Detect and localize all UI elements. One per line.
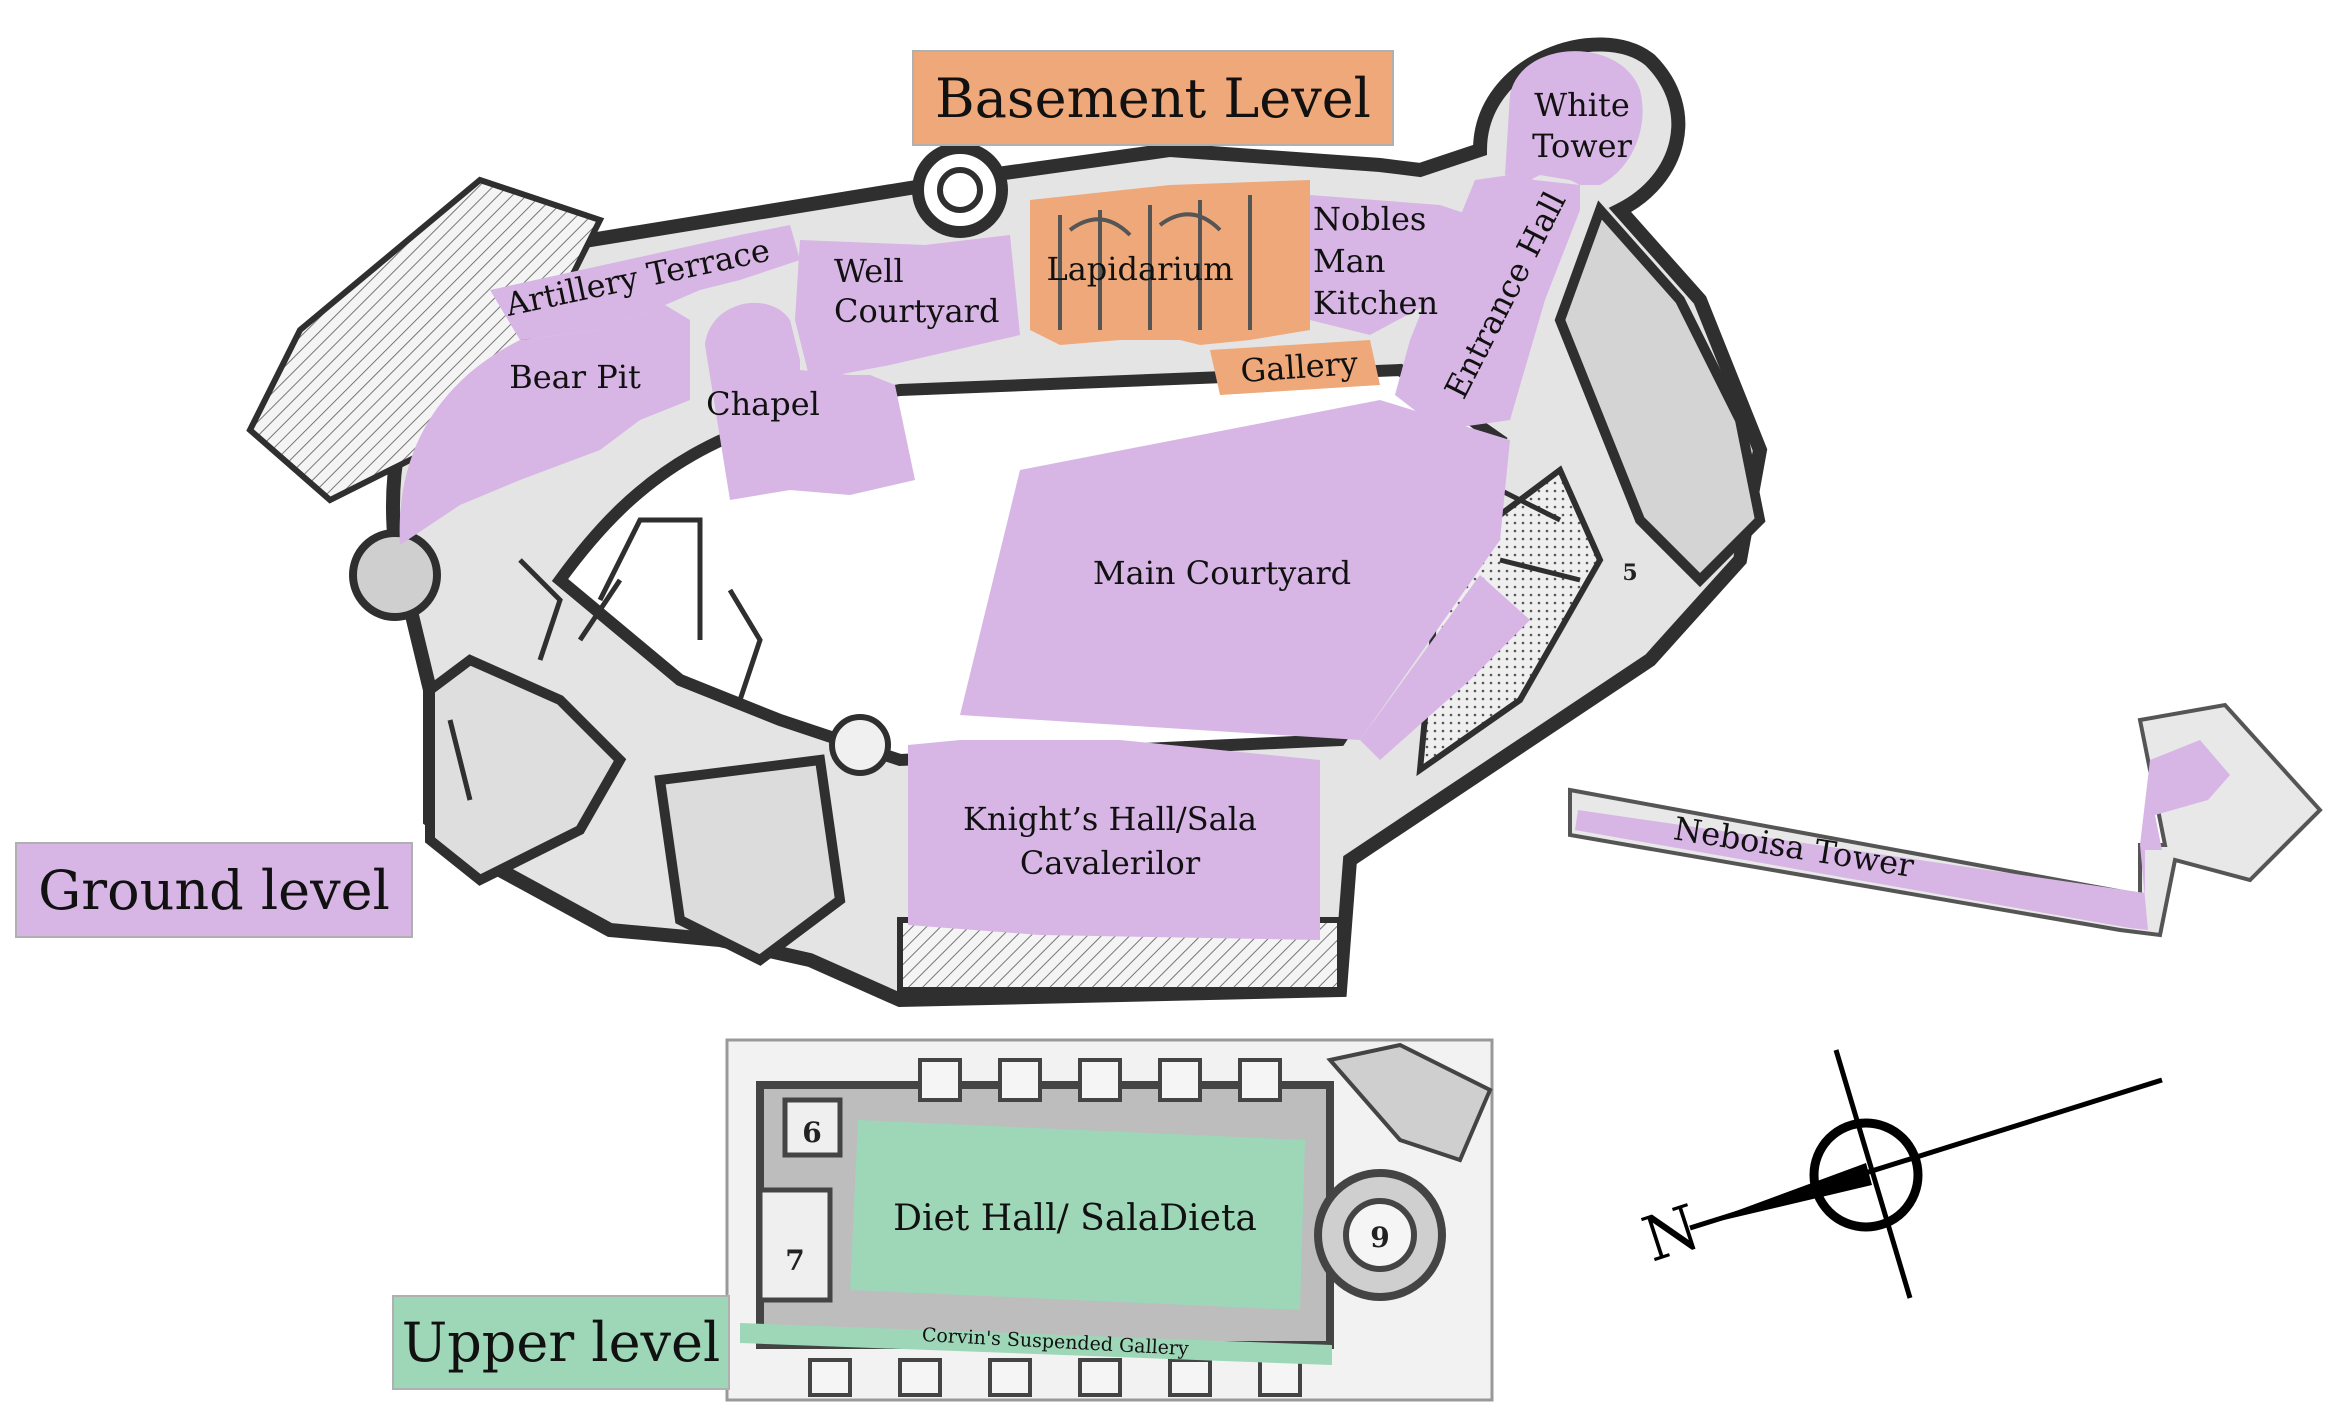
southwest-bastion: [425, 654, 627, 886]
label-bear-pit: Bear Pit: [509, 358, 641, 396]
room-artillery-terrace: [490, 225, 800, 340]
room-nobles-kitchen: [1310, 195, 1470, 335]
label-nobles-3: Kitchen: [1313, 284, 1438, 322]
inset-room-7: [757, 1187, 833, 1303]
well-tower-inner: [937, 167, 983, 213]
legend-upper-level-text: Upper level: [401, 1311, 721, 1374]
label-knights-hall-2: Cavalerilor: [1020, 844, 1201, 882]
room-neboisa-tower: [1575, 740, 2230, 930]
legend-upper-level: Upper level: [392, 1295, 730, 1390]
label-white-tower-2: Tower: [1532, 127, 1632, 165]
room-bear-pit: [399, 305, 690, 545]
upper-level-inset: [725, 1038, 1494, 1402]
number-5: 5: [1622, 560, 1637, 586]
inset-room-6: [782, 1097, 843, 1158]
compass-rose: N: [1634, 1049, 2163, 1299]
compass-meridian: [1833, 1049, 1913, 1299]
room-gallery: [1210, 340, 1380, 395]
label-well-courtyard-1: Well: [834, 252, 904, 290]
east-tower: [1554, 200, 1766, 588]
legend-ground-level-text: Ground level: [38, 858, 390, 922]
label-nobles-2: Man: [1313, 242, 1385, 280]
legend-basement-level: Basement Level: [912, 50, 1394, 146]
room-chapel: [705, 302, 915, 500]
ground-level-rooms: [399, 51, 2230, 940]
west-round-tower: [349, 529, 441, 621]
room-knights-hall: [908, 740, 1320, 940]
inset-round-tower-core: [1343, 1198, 1417, 1272]
label-lapidarium: Lapidarium: [1046, 250, 1233, 288]
inset-ne-structure: [1326, 1042, 1493, 1163]
label-well-courtyard-2: Courtyard: [834, 292, 999, 330]
legend-ground-level: Ground level: [15, 842, 413, 938]
south-bastion: [654, 754, 846, 966]
label-gallery: Gallery: [1239, 344, 1359, 390]
room-main-courtyard: [960, 400, 1510, 740]
number-9: 9: [1370, 1221, 1389, 1254]
compass-north-label: N: [1634, 1190, 1708, 1276]
room-well-courtyard: [795, 235, 1020, 380]
room-east-wing: [1360, 575, 1530, 760]
label-main-courtyard: Main Courtyard: [1093, 554, 1351, 592]
compass-ring: [1809, 1118, 1923, 1232]
spiral-stair: [829, 714, 891, 776]
lapidarium-arches: [1058, 195, 1252, 330]
number-7: 7: [785, 1244, 804, 1277]
plan-numbers: 6 7 9 5: [785, 560, 1637, 1277]
room-entrance-hall: [1395, 175, 1580, 430]
legend-basement-level-text: Basement Level: [935, 66, 1371, 130]
label-chapel: Chapel: [706, 385, 820, 423]
room-white-tower: [1505, 51, 1643, 186]
label-diet-hall: Diet Hall/ SalaDieta: [893, 1198, 1257, 1239]
inset-buttresses: [808, 1058, 1302, 1397]
label-nobles-1: Nobles: [1313, 200, 1426, 238]
label-knights-hall-1: Knight’s Hall/Sala: [963, 800, 1257, 838]
room-diet-hall: [850, 1120, 1305, 1310]
room-corvins-gallery: [740, 1323, 1332, 1365]
label-white-tower-1: White: [1534, 86, 1630, 124]
compass-needle: [1690, 1163, 1872, 1228]
west-hatched-building: [246, 176, 605, 504]
number-6: 6: [802, 1116, 821, 1149]
